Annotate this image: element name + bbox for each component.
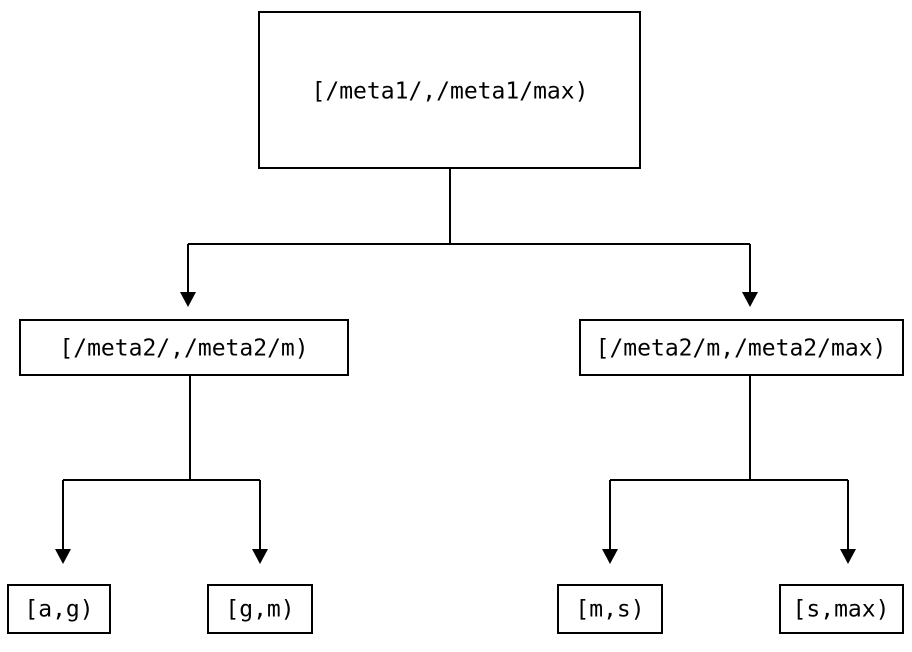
node-mid-left-label: [/meta2/,/meta2/m)	[59, 336, 308, 362]
edge-group-mid-right	[602, 375, 856, 564]
arrowhead-mid-right-icon	[742, 292, 758, 307]
node-leaf-1[interactable]: [a,g)	[7, 584, 111, 634]
node-leaf-2-box[interactable]	[207, 584, 313, 634]
node-mid-left-box[interactable]	[19, 319, 349, 376]
node-root[interactable]: [/meta1/,/meta1/max)	[258, 11, 641, 169]
edge-group-root	[180, 168, 758, 307]
arrowhead-leaf-2-icon	[252, 549, 268, 564]
arrowhead-leaf-3-icon	[602, 549, 618, 564]
edge-group-mid-left	[55, 375, 268, 564]
node-leaf-2[interactable]: [g,m)	[207, 584, 313, 634]
arrowhead-mid-left-icon	[180, 292, 196, 307]
node-mid-right[interactable]: [/meta2/m,/meta2/max)	[579, 319, 904, 376]
node-mid-left[interactable]: [/meta2/,/meta2/m)	[19, 319, 349, 376]
node-root-box[interactable]	[258, 11, 641, 169]
node-leaf-3[interactable]: [m,s)	[557, 584, 663, 634]
node-leaf-4[interactable]: [s,max)	[779, 584, 904, 634]
node-leaf-1-box[interactable]	[7, 584, 111, 634]
node-leaf-4-label: [s,max)	[793, 597, 890, 623]
node-leaf-3-box[interactable]	[557, 584, 663, 634]
node-leaf-1-label: [a,g)	[24, 597, 93, 623]
node-leaf-4-box[interactable]	[779, 584, 904, 634]
arrowhead-leaf-1-icon	[55, 549, 71, 564]
arrowhead-leaf-4-icon	[840, 549, 856, 564]
node-root-label: [/meta1/,/meta1/max)	[312, 79, 589, 105]
node-mid-right-box[interactable]	[579, 319, 904, 376]
node-leaf-3-label: [m,s)	[575, 597, 644, 623]
node-leaf-2-label: [g,m)	[225, 597, 294, 623]
node-mid-right-label: [/meta2/m,/meta2/max)	[596, 336, 887, 362]
